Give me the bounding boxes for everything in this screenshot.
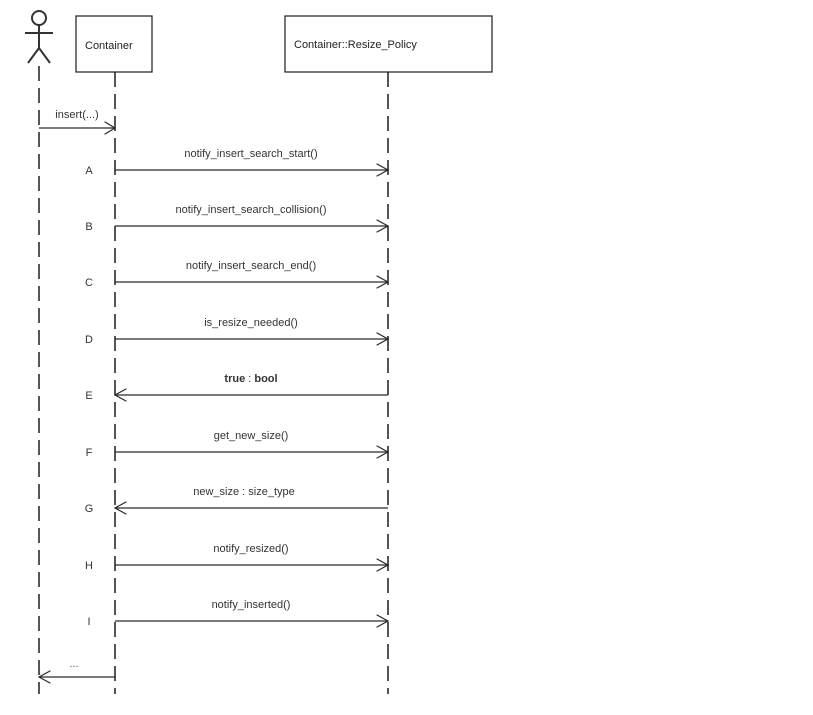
participant-box-container[interactable] <box>75 15 153 73</box>
step-letter-d: D <box>85 334 93 346</box>
arrowhead-left-final-return <box>37 670 51 684</box>
message-c[interactable]: C notify_insert_search_end() <box>85 260 390 289</box>
message-label-g: new_size : size_type <box>193 486 295 498</box>
arrowhead-right-i <box>376 614 390 628</box>
message-label-d: is_resize_needed() <box>204 317 298 329</box>
message-b[interactable]: B notify_insert_search_collision() <box>85 204 390 233</box>
arrowhead-right-a <box>376 163 390 177</box>
arrowhead-left-e <box>113 388 127 402</box>
message-label-h: notify_resized() <box>213 543 288 555</box>
participant-label-resize-policy: Container::Resize_Policy <box>294 39 417 51</box>
participant-box-resize-policy[interactable] <box>284 15 493 73</box>
participant-resize-policy[interactable]: Container::Resize_Policy <box>284 15 493 73</box>
step-letter-c: C <box>85 277 93 289</box>
message-f[interactable]: F get_new_size() <box>86 430 390 459</box>
arrowhead-left-g <box>113 501 127 515</box>
message-label-i: notify_inserted() <box>212 599 291 611</box>
step-letter-i: I <box>87 616 90 628</box>
message-h[interactable]: H notify_resized() <box>85 543 390 572</box>
arrowhead-right-h <box>376 558 390 572</box>
message-g[interactable]: G new_size : size_type <box>85 486 388 515</box>
step-letter-a: A <box>85 165 93 177</box>
message-a[interactable]: A notify_insert_search_start() <box>85 148 390 177</box>
arrowhead-right-d <box>376 332 390 346</box>
step-letter-g: G <box>85 503 94 515</box>
step-letter-e: E <box>85 390 92 402</box>
message-label-b: notify_insert_search_collision() <box>175 204 326 216</box>
arrowhead-right-insert <box>104 121 117 135</box>
message-label-c: notify_insert_search_end() <box>186 260 316 272</box>
participant-container[interactable]: Container <box>75 15 153 73</box>
arrowhead-right-c <box>376 275 390 289</box>
message-d[interactable]: D is_resize_needed() <box>85 317 390 346</box>
message-label-f: get_new_size() <box>214 430 289 442</box>
message-label-insert: insert(...) <box>55 109 98 121</box>
step-letter-f: F <box>86 447 93 459</box>
arrowhead-right-b <box>376 219 390 233</box>
step-letter-b: B <box>85 221 92 233</box>
participant-label-container: Container <box>85 40 133 52</box>
message-label-a: notify_insert_search_start() <box>184 148 317 160</box>
arrowhead-right-f <box>376 445 390 459</box>
message-e[interactable]: E true : bool <box>85 373 388 402</box>
message-label-final-return: ... <box>69 658 78 670</box>
message-label-e: true : bool <box>224 373 277 385</box>
step-letter-h: H <box>85 560 93 572</box>
message-i[interactable]: I notify_inserted() <box>87 599 390 628</box>
message-insert[interactable]: insert(...) <box>39 109 117 135</box>
actor-figure <box>25 10 53 64</box>
message-final-return[interactable]: ... <box>37 658 115 684</box>
